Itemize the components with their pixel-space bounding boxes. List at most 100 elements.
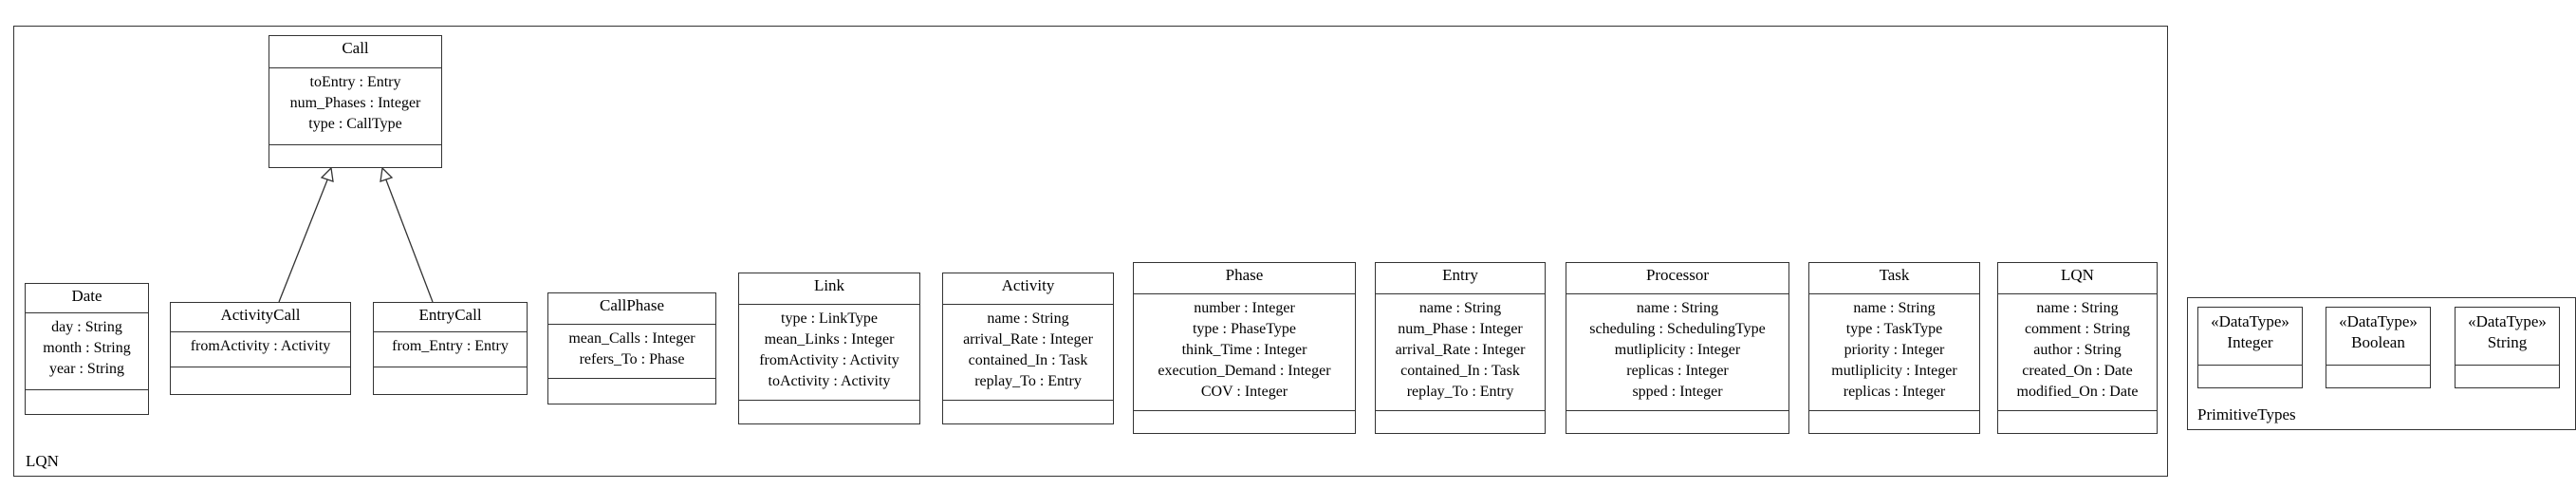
class-name: Phase	[1134, 263, 1355, 294]
class-date[interactable]: Date day : String month : String year : …	[25, 283, 149, 415]
attribute: from_Entry : Entry	[392, 338, 509, 354]
class-link[interactable]: Link type : LinkType mean_Links : Intege…	[738, 273, 920, 424]
attribute: replay_To : Entry	[974, 373, 1082, 389]
class-name: Call	[269, 36, 441, 68]
attribute: name : String	[1636, 300, 1719, 316]
class-activity[interactable]: Activity name : String arrival_Rate : In…	[942, 273, 1114, 424]
class-operations	[739, 401, 919, 423]
class-attributes: day : String month : String year : Strin…	[26, 313, 148, 390]
class-phase[interactable]: Phase number : Integer type : PhaseType …	[1133, 262, 1356, 434]
class-operations	[2198, 366, 2302, 387]
class-name: Processor	[1566, 263, 1788, 294]
class-lqn[interactable]: LQN name : String comment : String autho…	[1997, 262, 2158, 434]
class-attributes: name : String scheduling : SchedulingTyp…	[1566, 294, 1788, 411]
class-attributes: fromActivity : Activity	[171, 332, 350, 367]
class-name: Entry	[1376, 263, 1545, 294]
class-name: «DataType» Integer	[2198, 308, 2302, 366]
class-operations	[374, 367, 527, 394]
class-name: Activity	[943, 273, 1113, 305]
class-entrycall[interactable]: EntryCall from_Entry : Entry	[373, 302, 528, 395]
attribute: author : String	[2033, 342, 2122, 358]
class-task[interactable]: Task name : String type : TaskType prior…	[1808, 262, 1980, 434]
attribute: COV : Integer	[1200, 384, 1288, 400]
attribute: contained_In : Task	[968, 352, 1088, 368]
datatype-name: Boolean	[2351, 333, 2405, 351]
stereotype: «DataType»	[2339, 312, 2418, 330]
attribute: number : Integer	[1194, 300, 1295, 316]
attribute: mutliplicity : Integer	[1831, 363, 1957, 379]
attribute: fromActivity : Activity	[190, 338, 331, 354]
package-lqn: LQN	[13, 26, 2168, 477]
class-name: ActivityCall	[171, 303, 350, 332]
attribute: type : TaskType	[1845, 321, 1943, 337]
class-operations	[26, 390, 148, 414]
datatype-integer[interactable]: «DataType» Integer	[2197, 307, 2303, 388]
class-name: «DataType» String	[2456, 308, 2559, 366]
class-activitycall[interactable]: ActivityCall fromActivity : Activity	[170, 302, 351, 395]
class-name: LQN	[1998, 263, 2157, 294]
class-operations	[1376, 411, 1545, 433]
class-attributes: name : String type : TaskType priority :…	[1809, 294, 1979, 411]
package-label: LQN	[26, 452, 59, 470]
attribute: replicas : Integer	[1626, 363, 1729, 379]
generalization-arrowhead	[380, 166, 394, 182]
attribute: scheduling : SchedulingType	[1589, 321, 1766, 337]
attribute: num_Phases : Integer	[289, 95, 421, 111]
class-attributes: mean_Calls : Integer refers_To : Phase	[548, 325, 715, 379]
datatype-string[interactable]: «DataType» String	[2455, 307, 2560, 388]
activitycall-to-call-link	[278, 177, 329, 303]
class-operations	[1134, 411, 1355, 433]
class-callphase[interactable]: CallPhase mean_Calls : Integer refers_To…	[547, 292, 716, 404]
class-entry[interactable]: Entry name : String num_Phase : Integer …	[1375, 262, 1546, 434]
attribute: comment : String	[2024, 321, 2131, 337]
class-operations	[1566, 411, 1788, 433]
stereotype: «DataType»	[2211, 312, 2289, 330]
class-name: Task	[1809, 263, 1979, 294]
attribute: think_Time : Integer	[1181, 342, 1307, 358]
stereotype: «DataType»	[2468, 312, 2547, 330]
datatype-boolean[interactable]: «DataType» Boolean	[2326, 307, 2431, 388]
attribute: type : PhaseType	[1192, 321, 1297, 337]
attribute: created_On : Date	[2022, 363, 2133, 379]
class-operations	[2326, 366, 2430, 387]
class-attributes: name : String num_Phase : Integer arriva…	[1376, 294, 1545, 411]
attribute: type : CallType	[308, 116, 402, 132]
attribute: replay_To : Entry	[1406, 384, 1514, 400]
attribute: arrival_Rate : Integer	[963, 331, 1093, 348]
attribute: mutliplicity : Integer	[1614, 342, 1741, 358]
attribute: priority : Integer	[1844, 342, 1945, 358]
class-attributes: toEntry : Entry num_Phases : Integer typ…	[269, 68, 441, 145]
class-name: CallPhase	[548, 293, 715, 325]
class-operations	[269, 145, 441, 167]
attribute: toActivity : Activity	[768, 373, 891, 389]
attribute: contained_In : Task	[1400, 363, 1520, 379]
attribute: name : String	[987, 310, 1069, 327]
attribute: modified_On : Date	[2016, 384, 2139, 400]
attribute: name : String	[2036, 300, 2119, 316]
generalization-arrowhead	[320, 166, 334, 182]
class-call[interactable]: Call toEntry : Entry num_Phases : Intege…	[269, 35, 442, 168]
attribute: type : LinkType	[781, 310, 878, 327]
attribute: month : String	[43, 340, 131, 356]
class-attributes: from_Entry : Entry	[374, 332, 527, 367]
class-name: EntryCall	[374, 303, 527, 332]
attribute: fromActivity : Activity	[759, 352, 899, 368]
attribute: mean_Links : Integer	[764, 331, 895, 348]
attribute: name : String	[1418, 300, 1502, 316]
class-attributes: name : String comment : String author : …	[1998, 294, 2157, 411]
attribute: day : String	[51, 319, 122, 335]
class-operations	[1809, 411, 1979, 433]
attribute: year : String	[48, 361, 125, 377]
package-label: PrimitiveTypes	[2197, 405, 2296, 423]
class-name: Date	[26, 284, 148, 313]
datatype-name: Integer	[2227, 333, 2273, 351]
class-processor[interactable]: Processor name : String scheduling : Sch…	[1566, 262, 1789, 434]
class-name: «DataType» Boolean	[2326, 308, 2430, 366]
class-attributes: name : String arrival_Rate : Integer con…	[943, 305, 1113, 401]
attribute: name : String	[1853, 300, 1936, 316]
class-name: Link	[739, 273, 919, 305]
attribute: refers_To : Phase	[579, 351, 685, 367]
attribute: replicas : Integer	[1843, 384, 1946, 400]
attribute: execution_Demand : Integer	[1158, 363, 1331, 379]
